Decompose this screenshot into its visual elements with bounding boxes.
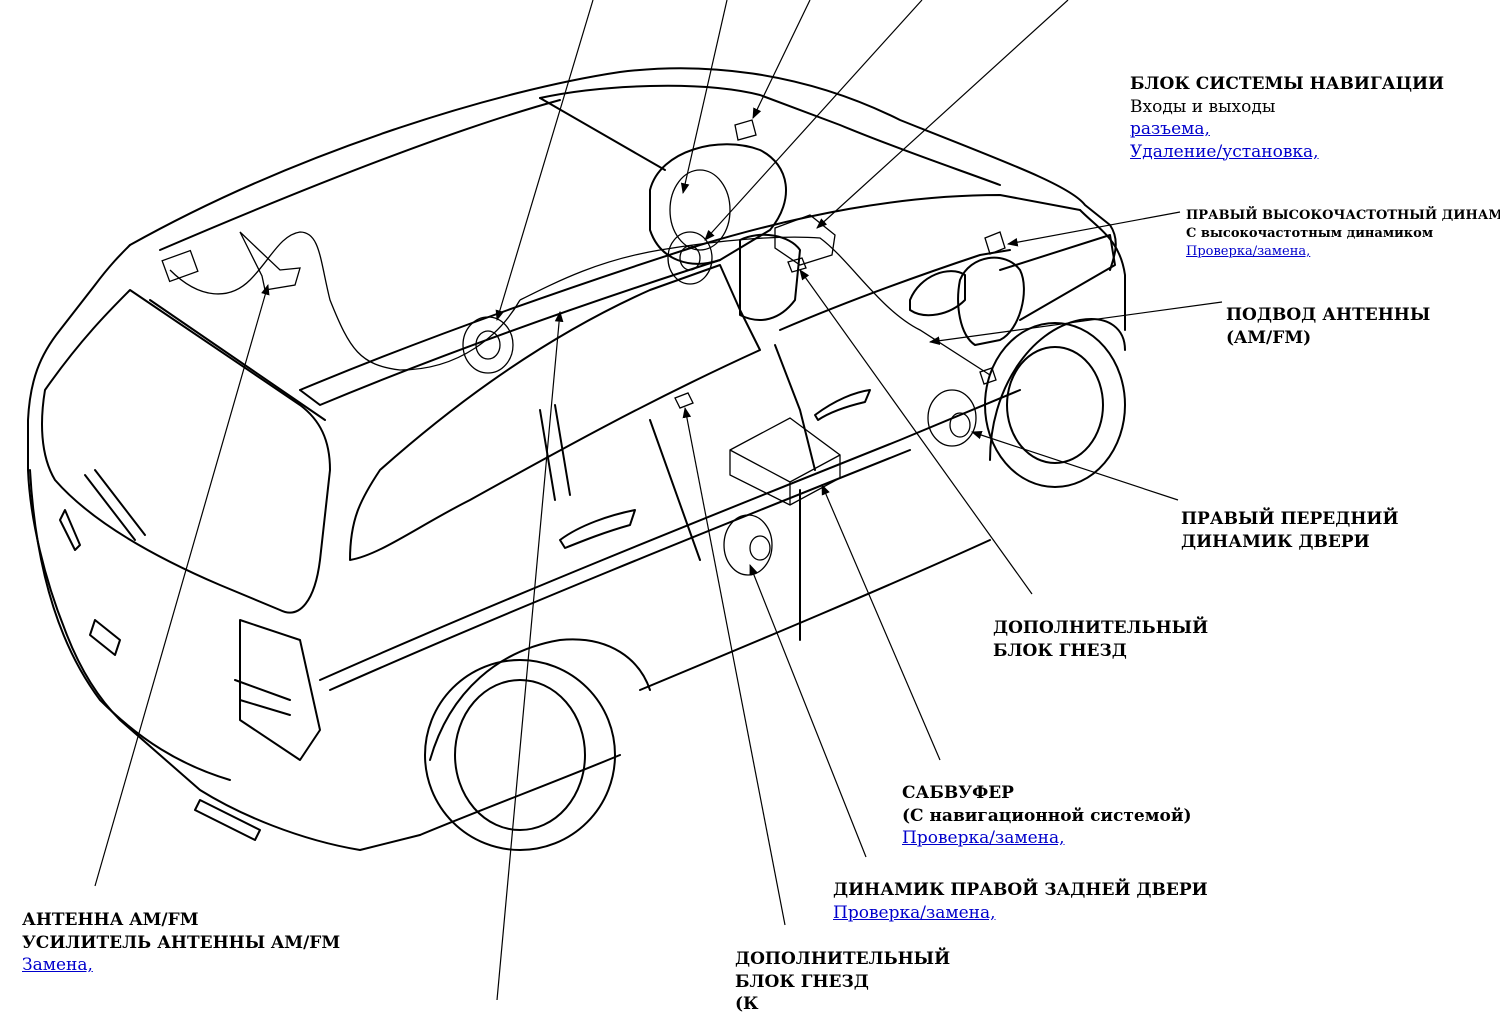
aux-jack-front-part xyxy=(787,257,807,273)
left-tweeter-part xyxy=(734,119,757,141)
antenna-amp-part xyxy=(161,231,301,291)
subwoofer-line1: САБВУФЕР xyxy=(902,783,1014,803)
aux-jack-front-line2: БЛОК ГНЕЗД xyxy=(993,640,1127,661)
antenna-lead-line2: (AM/FM) xyxy=(1226,327,1312,348)
right-front-speaker-line2: ДИНАМИК ДВЕРИ xyxy=(1181,531,1370,552)
antenna-lead-callout: ПОДВОД АНТЕННЫ (AM/FM) xyxy=(1226,304,1430,349)
nav-unit-connector-link[interactable]: разъема, xyxy=(1130,119,1210,139)
right-front-door-speaker-callout: ПРАВЫЙ ПЕРЕДНИЙ ДИНАМИК ДВЕРИ xyxy=(1181,508,1399,553)
antenna-replace-link[interactable]: Замена, xyxy=(22,955,93,975)
nav-unit-callout: БЛОК СИСТЕМЫ НАВИГАЦИИ Входы и выходы ра… xyxy=(1130,73,1444,163)
antenna-callout: АНТЕННА AM/FM УСИЛИТЕЛЬ АНТЕННЫ AM/FM За… xyxy=(22,909,340,977)
nav-unit-part xyxy=(774,214,836,266)
front-left-speakers-part xyxy=(667,169,731,285)
right-tweeter-title: ПРАВЫЙ ВЫСОКОЧАСТОТНЫЙ ДИНАМИК xyxy=(1186,208,1500,223)
nav-unit-title: БЛОК СИСТЕМЫ НАВИГАЦИИ xyxy=(1130,74,1445,94)
right-rear-speaker-inspect-link[interactable]: Проверка/замена, xyxy=(833,902,996,923)
nav-unit-removal-link[interactable]: Удаление/установка, xyxy=(1130,141,1319,162)
car-body-illustration xyxy=(27,67,1126,851)
leader-lines xyxy=(94,0,1223,1000)
right-tweeter-subtitle: С высокочастотным динамиком xyxy=(1186,226,1434,241)
right-rear-door-speaker-callout: ДИНАМИК ПРАВОЙ ЗАДНЕЙ ДВЕРИ Проверка/зам… xyxy=(833,879,1208,924)
aux-jack-rear-line3: (К xyxy=(735,994,759,1014)
right-front-door-speaker-part xyxy=(927,389,977,447)
aux-jack-rear-line2: БЛОК ГНЕЗД xyxy=(735,971,869,992)
subwoofer-part xyxy=(729,417,841,506)
antenna-line1: АНТЕННА AM/FM xyxy=(22,910,199,930)
components xyxy=(161,119,1006,576)
aux-jack-rear-part xyxy=(674,392,694,409)
rear-left-speaker-part xyxy=(462,316,514,374)
right-front-speaker-line1: ПРАВЫЙ ПЕРЕДНИЙ xyxy=(1181,509,1399,529)
subwoofer-inspect-link[interactable]: Проверка/замена, xyxy=(902,828,1065,848)
right-rear-door-speaker-part xyxy=(723,514,773,576)
right-tweeter-part xyxy=(984,231,1006,255)
antenna-lead-line1: ПОДВОД АНТЕННЫ xyxy=(1226,305,1431,325)
right-tweeter-callout: ПРАВЫЙ ВЫСОКОЧАСТОТНЫЙ ДИНАМИК С высокоч… xyxy=(1186,207,1500,261)
right-rear-speaker-line1: ДИНАМИК ПРАВОЙ ЗАДНЕЙ ДВЕРИ xyxy=(833,880,1208,900)
aux-jack-front-callout: ДОПОЛНИТЕЛЬНЫЙ БЛОК ГНЕЗД xyxy=(993,617,1208,662)
aux-jack-rear-line1: ДОПОЛНИТЕЛЬНЫЙ xyxy=(735,949,951,969)
subwoofer-line2: (С навигационной системой) xyxy=(902,805,1192,826)
right-tweeter-inspect-link[interactable]: Проверка/замена, xyxy=(1186,244,1311,259)
aux-jack-rear-callout: ДОПОЛНИТЕЛЬНЫЙ БЛОК ГНЕЗД (К xyxy=(735,948,950,1016)
antenna-line2: УСИЛИТЕЛЬ АНТЕННЫ AM/FM xyxy=(22,932,341,953)
aux-jack-front-line1: ДОПОЛНИТЕЛЬНЫЙ xyxy=(993,618,1209,638)
subwoofer-callout: САБВУФЕР (С навигационной системой) Пров… xyxy=(902,782,1191,850)
nav-unit-subtitle: Входы и выходы xyxy=(1130,96,1276,117)
